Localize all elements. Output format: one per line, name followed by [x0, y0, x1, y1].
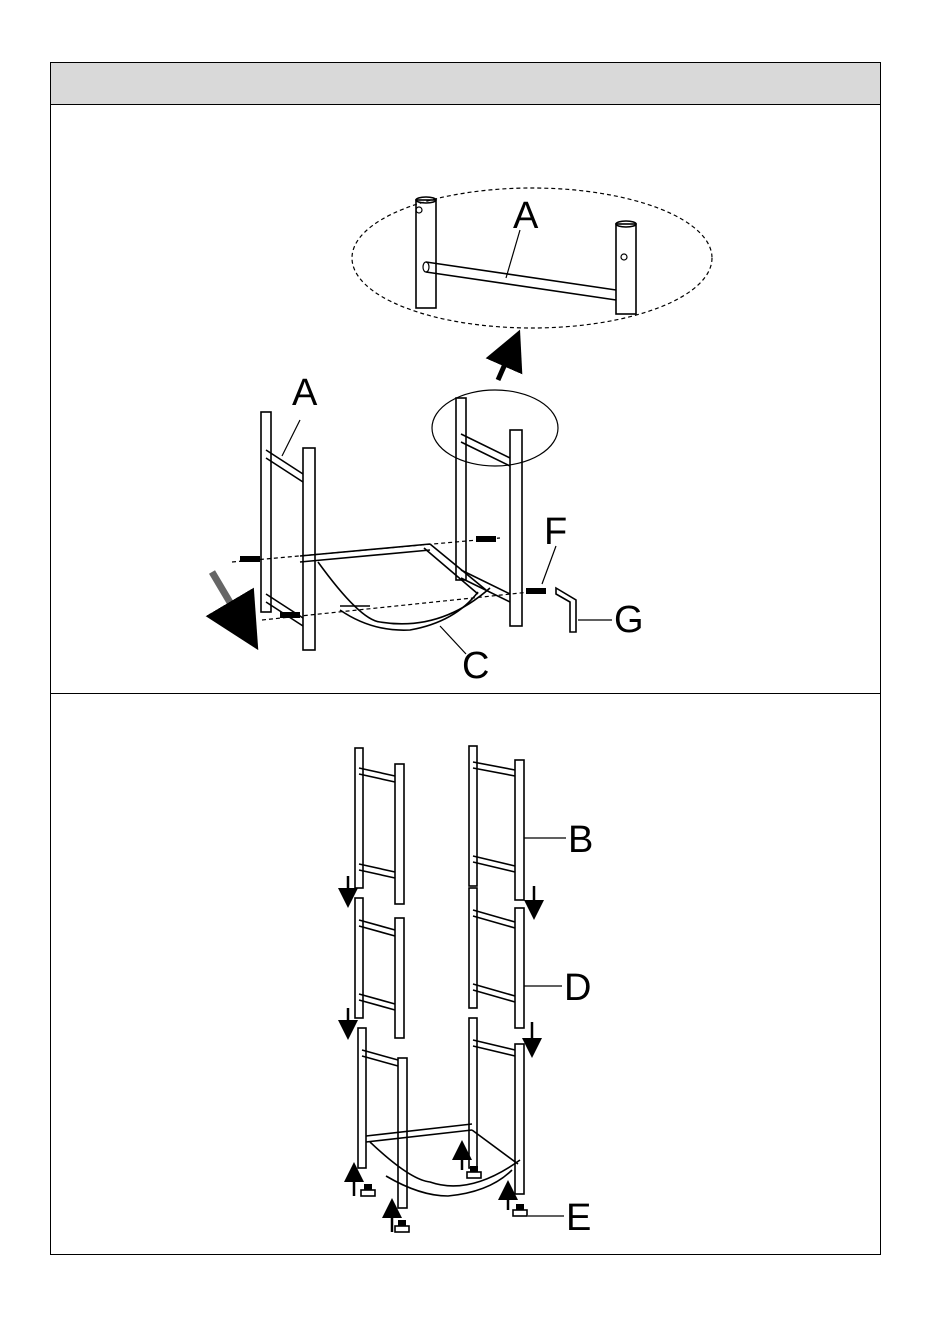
- base-frame-assembled: [366, 1124, 520, 1196]
- side-frame-right: [456, 398, 522, 626]
- label-frame-zoom: A: [513, 195, 539, 237]
- zoom-arrow: [498, 348, 512, 380]
- label-base: C: [462, 645, 489, 687]
- bolts: [240, 536, 546, 618]
- step-2-illustration: E B D: [348, 746, 593, 1239]
- feet: [361, 1166, 527, 1232]
- insert-arrows-down: [348, 876, 534, 1048]
- label-bolt: F: [544, 511, 567, 553]
- label-middle-section: D: [564, 967, 591, 1009]
- right-column: [469, 746, 524, 1194]
- step-1-illustration: A A C: [212, 188, 712, 687]
- base-frame: [300, 544, 490, 654]
- allen-key: [556, 588, 576, 632]
- label-key: G: [614, 599, 644, 641]
- label-foot: E: [566, 1197, 591, 1239]
- bolt-guide-lines: [232, 538, 530, 620]
- insert-arrows-up: [354, 1150, 508, 1232]
- direction-arrow: [212, 572, 244, 626]
- label-frame: A: [292, 372, 318, 414]
- detail-highlight-ellipse: [432, 390, 558, 466]
- label-top-section: B: [568, 819, 593, 861]
